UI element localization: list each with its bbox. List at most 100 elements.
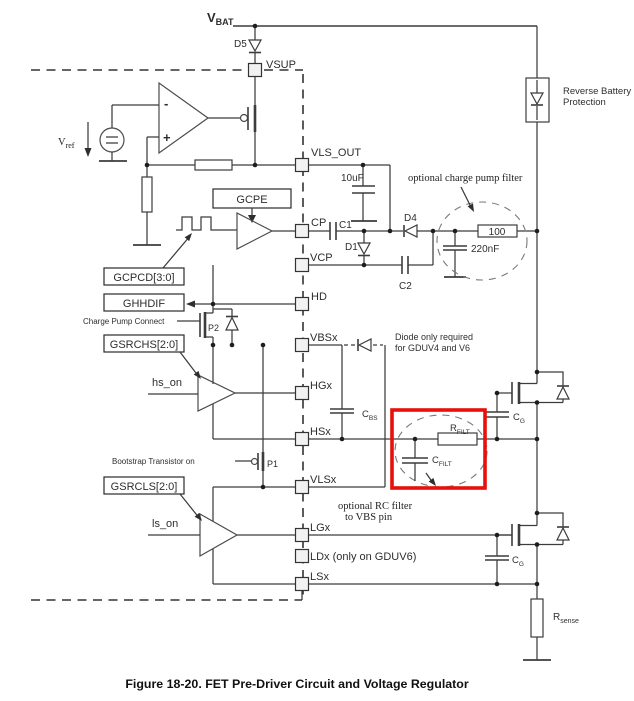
vref-source [84,122,127,162]
ls-driver [148,493,296,585]
c2-label: C2 [399,281,412,292]
block-label-gsrchs: GSRCHS[2:0] [110,339,178,351]
charge-pump-filter-circle [436,201,528,281]
block-label-gcpe: GCPE [236,194,267,206]
vbsx-net [308,338,386,487]
reverse-battery-protection [525,77,550,372]
charge-pump-net [308,186,537,281]
pin-label-ldx: LDx (only on GDUV6) [310,551,416,563]
pin-label-vcp: VCP [310,252,333,264]
cg-high-label: CG [513,412,525,425]
labels: VBAT Vref VSUP VLS_OUT CP VCP HD VBSx HG… [58,10,631,691]
d4-label: D4 [404,213,417,224]
annotation-reverse-battery-1: Reverse Battery [563,86,631,97]
c1-label: C1 [339,220,352,231]
pin-square-vcp [294,257,310,273]
hd-net [186,300,296,308]
vref-label: Vref [58,137,75,150]
annotation-diode-note-2: for GDUV4 and V6 [395,343,470,353]
diode-d1 [356,231,372,265]
block-label-gsrcls: GSRCLS[2:0] [111,481,178,493]
charge-pump-driver [162,188,296,269]
block-label-ghhdif: GHHDIF [123,298,165,310]
diode-d5 [247,39,263,54]
ic-boundary [31,69,304,601]
annotation-rc-filter-1: optional RC filter [338,501,413,512]
cp-buffer [236,212,274,250]
cap-10uf-label: 10uF [341,173,364,184]
annotation-diode-note-1: Diode only required [395,332,473,342]
opamp [158,81,210,155]
pin-label-cp: CP [311,217,326,229]
d5-label: D5 [234,39,247,50]
pin-label-lsx: LSx [310,571,329,583]
cg-low-label: CG [512,555,524,568]
pin-square-ldx [294,548,310,564]
cfilt-label: CFILT [432,455,452,468]
rsense-label: Rsense [553,612,579,625]
signal-label-hs-on: hs_on [152,377,182,389]
annotation-rc-filter-2: to VBS pin [345,512,393,523]
annotation-charge-pump-filter: optional charge pump filter [408,173,523,184]
vcp-net [308,231,434,274]
p1-label: P1 [267,459,278,469]
bootstrap-diode [344,338,386,487]
pin-label-vlsx: VLSx [310,474,337,486]
pin-label-hd: HD [311,291,327,303]
hs-driver [148,351,296,440]
signal-label-charge-pump-connect: Charge Pump Connect [83,317,165,326]
block-label-gcpcd: GCPCD[3:0] [113,272,174,284]
res-100-label: 100 [489,227,506,238]
ls-body-diode [537,512,570,546]
register-boxes [103,267,185,495]
signal-label-bootstrap-on: Bootstrap Transistor on [112,457,195,466]
optional-rc-filter [308,414,537,488]
hs-power-fet [485,371,570,513]
pass-pmos [239,77,257,165]
cap-220nf-label: 220nF [471,244,499,255]
vlsx-net [212,486,385,521]
p2-parallel-diode [225,315,239,331]
voltage-regulator: - + [84,77,296,246]
rsense [523,584,551,661]
annotation-reverse-battery-2: Protection [563,97,606,108]
highlight-box [390,408,487,490]
vbat-label: VBAT [207,10,234,27]
opamp-minus: - [164,96,168,111]
ls-power-fet [485,512,570,584]
pin-square-vsup [247,62,263,78]
d1-label: D1 [345,242,358,253]
hs-body-diode [537,371,570,404]
ic-pins [247,62,310,592]
pin-label-hsx: HSx [310,426,331,438]
pin-label-vbsx: VBSx [310,332,338,344]
pin-label-vsup: VSUP [266,59,296,71]
vbat-rail [233,25,538,78]
cbs-label: CBS [362,409,378,422]
pin-square-lsx [294,576,310,592]
pin-square-lgx [294,527,310,543]
bootstrap-transistor [235,345,265,487]
pin-label-vls-out: VLS_OUT [311,147,361,159]
pin-square-cp [294,223,310,239]
cap-10uf [351,165,377,222]
diode-d4 [403,224,418,238]
junction-dots [144,23,540,587]
opamp-plus: + [163,130,171,145]
pin-label-hgx: HGx [310,380,333,392]
pin-square-vlsx [294,479,310,495]
pin-label-lgx: LGx [310,522,331,534]
pin-square-vls-out [294,157,310,173]
cap-cfilt [402,439,428,481]
pin-square-vbsx [294,337,310,353]
cap-220nf [443,231,467,278]
signal-label-ls-on: ls_on [152,518,178,530]
pin-square-hd [294,296,310,312]
p2-label: P2 [208,323,219,333]
vls-out-net [308,164,391,231]
figure-caption: Figure 18-20. FET Pre-Driver Circuit and… [125,677,469,691]
rfilt-label: RFILT [450,423,470,436]
pin-square-hgx [294,385,310,401]
